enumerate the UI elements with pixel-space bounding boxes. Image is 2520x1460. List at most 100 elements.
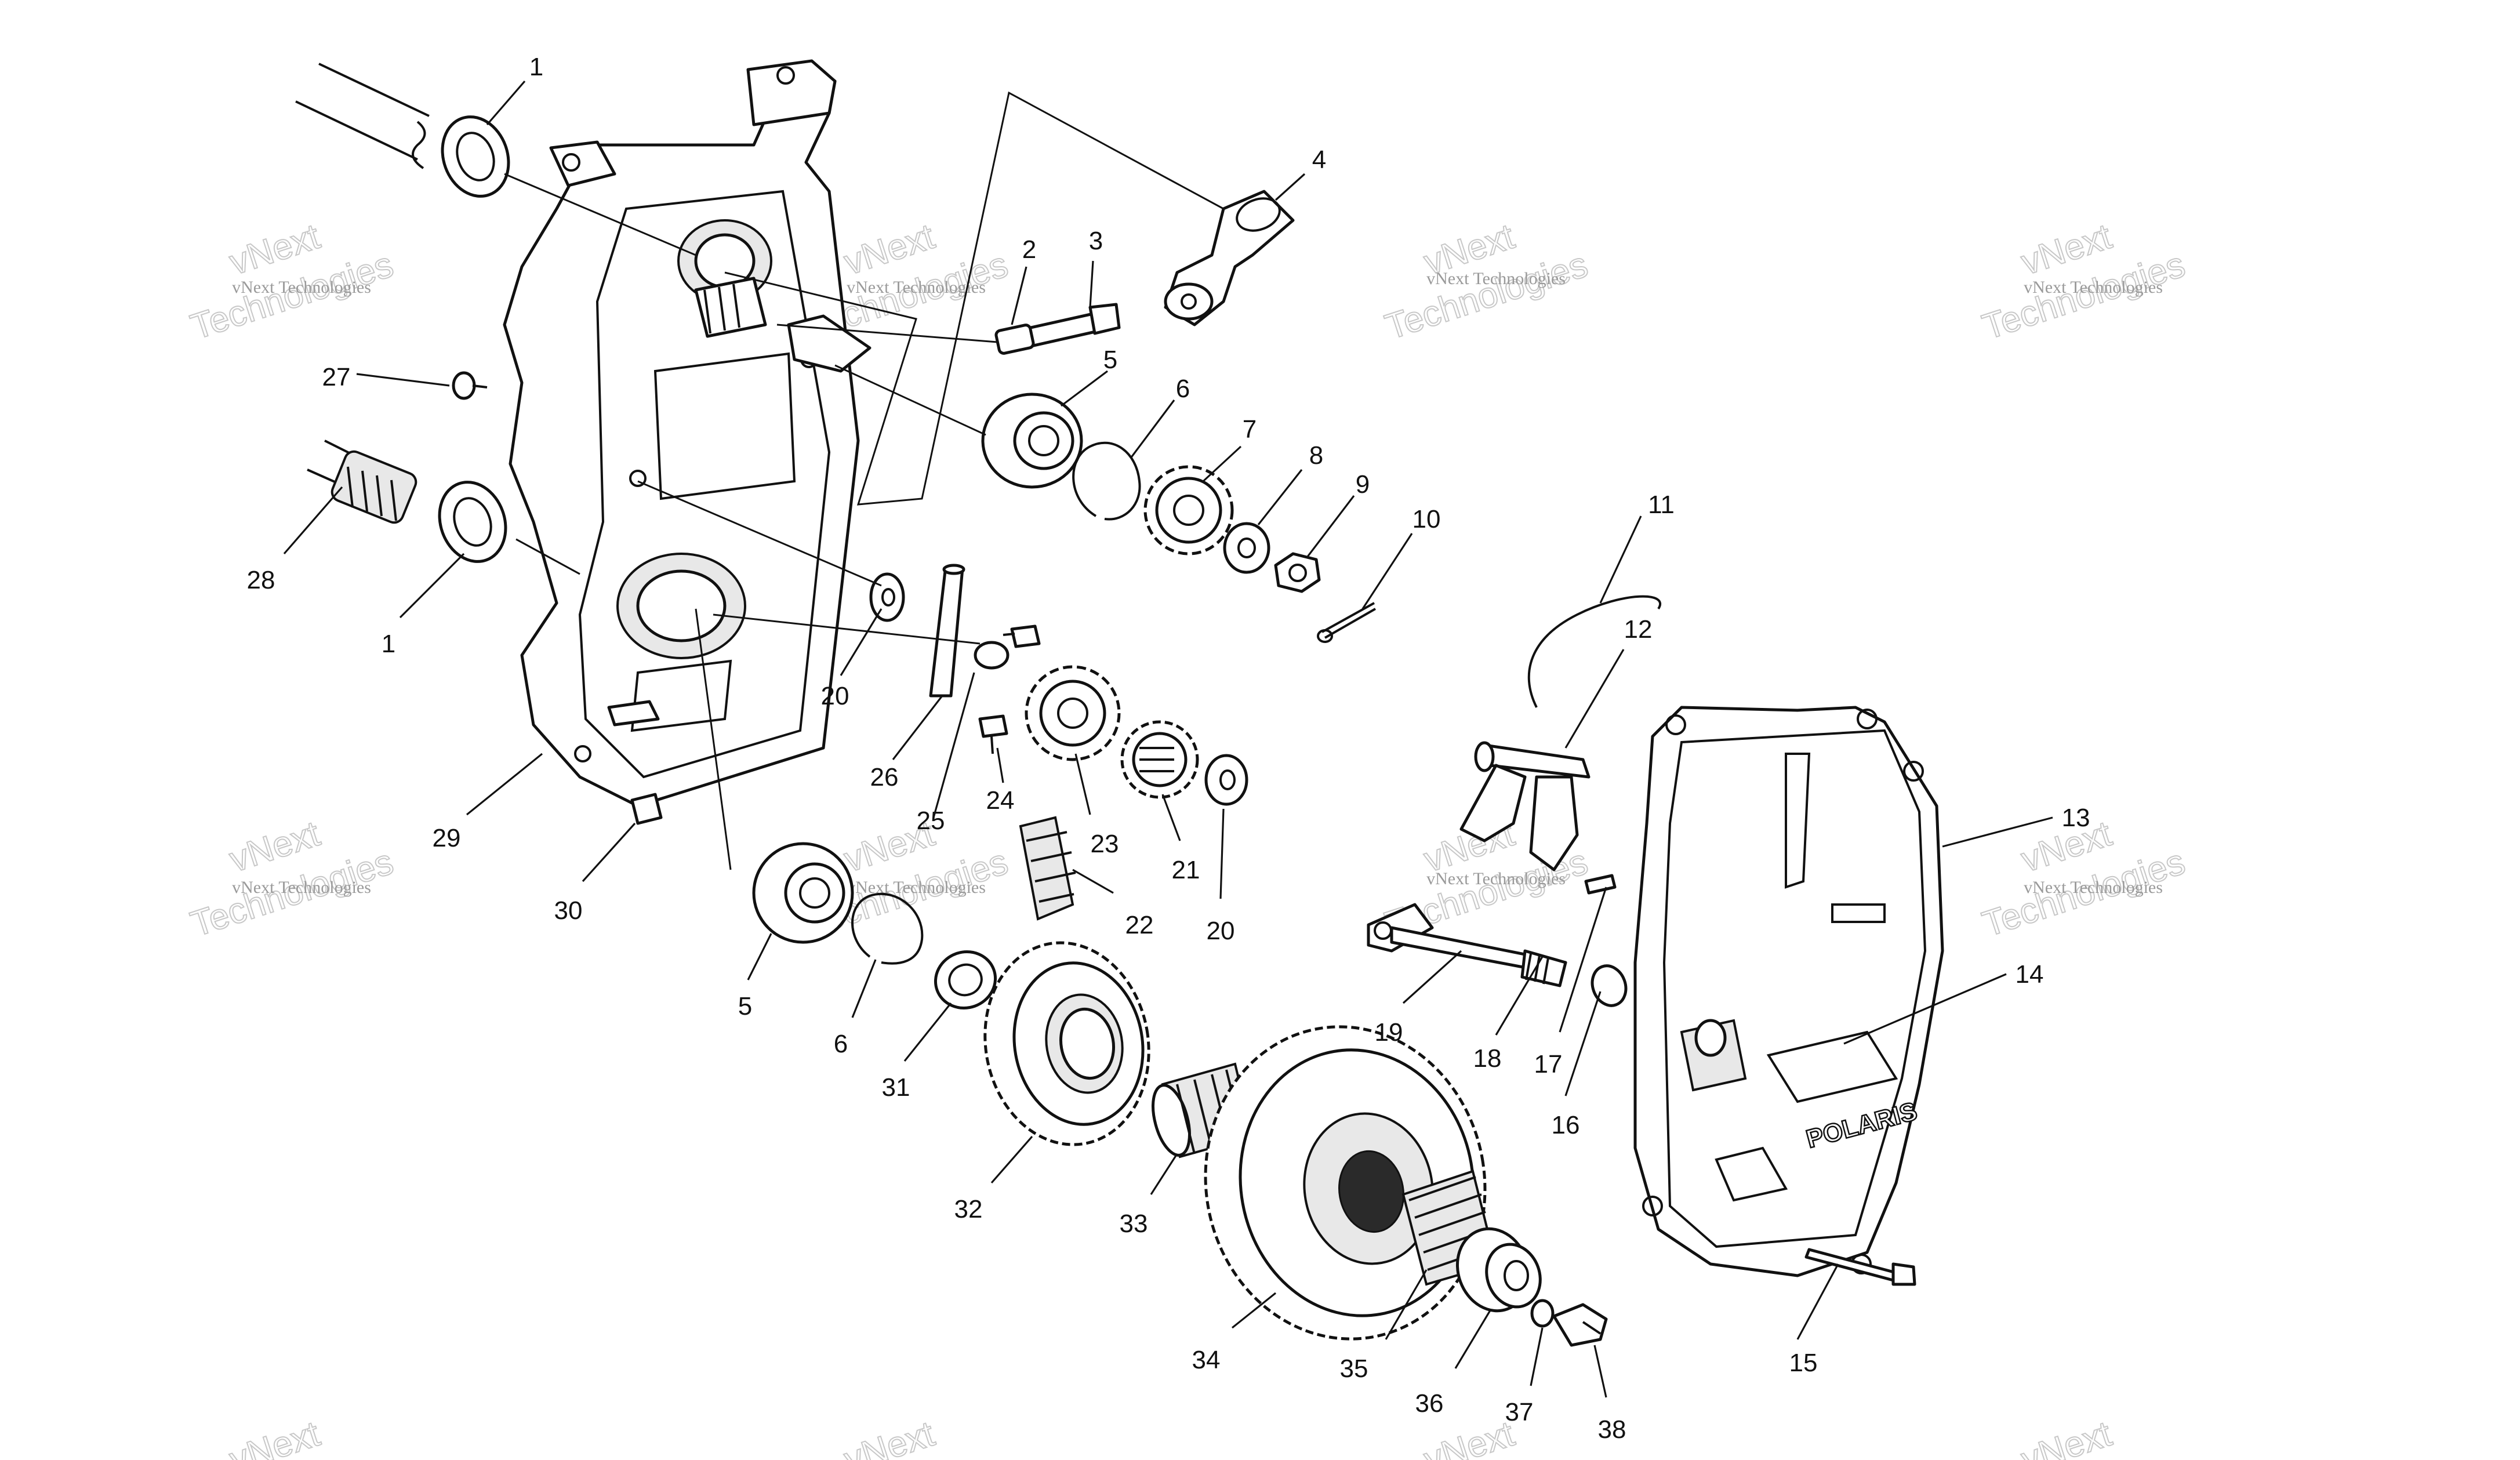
washer-37	[1530, 1299, 1555, 1328]
cotter-pin-10	[1317, 602, 1376, 643]
watermark-small-text: vNext Technologies	[232, 278, 371, 297]
callout-31: 31	[882, 1073, 910, 1102]
callout-36: 36	[1415, 1389, 1444, 1418]
shift-lever-4	[1164, 190, 1295, 326]
callout-20-left: 20	[821, 682, 849, 710]
callout-37: 37	[1505, 1398, 1534, 1426]
driven-gear-34	[1204, 1025, 1487, 1341]
callout-3: 3	[1089, 227, 1103, 255]
screw-27	[452, 371, 488, 400]
bumper-30	[630, 793, 663, 825]
callout-13: 13	[2062, 804, 2090, 832]
screw-24-lower	[978, 714, 1008, 754]
callout-8: 8	[1309, 441, 1323, 470]
watermark-small-text: vNext Technologies	[2024, 878, 2163, 897]
callout-29: 29	[433, 824, 461, 852]
callout-19: 19	[1375, 1018, 1403, 1047]
pin-17	[1584, 874, 1617, 895]
gear-32	[983, 941, 1150, 1146]
callout-10: 10	[1412, 505, 1441, 533]
case-mount-bracket	[746, 59, 837, 126]
callout-labels: 1 1 2 3 4 5 5 6 6 7 8 9 10 11 12 13 14 1…	[247, 53, 2090, 1444]
snap-ring-6-lower	[851, 892, 924, 965]
callout-33: 33	[1120, 1210, 1148, 1238]
input-shaft-lower	[307, 440, 417, 524]
gear-23	[1025, 665, 1121, 761]
callout-21: 21	[1172, 856, 1200, 884]
oring-16	[1591, 964, 1628, 1007]
callout-28: 28	[247, 566, 275, 594]
bolt-38	[1552, 1303, 1608, 1347]
callout-1-lower: 1	[382, 630, 395, 658]
watermark-mid-left: vNext Technologies vNext Technologies	[186, 813, 399, 945]
watermark-small-text: vNext Technologies	[232, 878, 371, 897]
watermark-small-text: vNext Technologies	[847, 278, 986, 297]
spacer-25	[974, 641, 1010, 670]
callout-6-upper: 6	[1176, 375, 1190, 403]
shift-fork-12	[1459, 741, 1591, 871]
watermark-big-line1: vNext	[1419, 1414, 1519, 1460]
watermark-small-text: vNext Technologies	[1426, 869, 1566, 888]
input-shaft-upper	[295, 63, 430, 169]
bushing-2	[994, 324, 1035, 355]
washer-8	[1223, 522, 1270, 574]
watermark-big-line1: vNext	[2017, 1414, 2116, 1460]
washer-20-left	[869, 572, 905, 622]
watermark-small-text: vNext Technologies	[1426, 269, 1566, 288]
watermark-bottom-row: vNext vNext vNext vNext	[224, 1413, 2117, 1460]
pin-shaft-26	[929, 564, 965, 698]
bearing-5-upper	[981, 393, 1083, 489]
callout-12: 12	[1624, 615, 1653, 644]
callout-32: 32	[954, 1195, 983, 1223]
shaft-stub-splined	[694, 277, 767, 338]
callout-23: 23	[1091, 830, 1119, 858]
callout-27: 27	[322, 363, 351, 391]
washer-31	[934, 950, 997, 1009]
callout-20-right: 20	[1207, 917, 1235, 945]
callout-25: 25	[917, 807, 945, 835]
watermark-top-right: vNext Technologies vNext Technologies	[1977, 216, 2191, 348]
drive-sprocket-7	[1143, 465, 1234, 555]
callout-1-upper: 1	[529, 53, 543, 81]
callout-5-upper: 5	[1103, 346, 1117, 374]
callout-11: 11	[1648, 491, 1675, 519]
callout-24: 24	[986, 786, 1015, 815]
case-half-inner-29	[503, 59, 872, 808]
callout-16: 16	[1552, 1111, 1580, 1139]
callout-4: 4	[1312, 146, 1326, 174]
callout-6-lower: 6	[834, 1030, 848, 1058]
callout-35: 35	[1340, 1354, 1368, 1383]
callout-30: 30	[554, 896, 583, 925]
shift-spring-11	[1527, 595, 1661, 708]
callout-17: 17	[1534, 1050, 1563, 1078]
case-cover-13: POLARIS	[1633, 706, 1944, 1277]
callout-26: 26	[870, 763, 899, 791]
callout-7: 7	[1243, 415, 1257, 444]
splined-shaft-28	[331, 450, 417, 524]
watermark-small-text: vNext Technologies	[847, 878, 986, 897]
callout-18: 18	[1473, 1044, 1502, 1073]
spring-cup-36	[1455, 1227, 1542, 1313]
assembly-guide-lines	[504, 91, 1224, 870]
screw-24-upper	[1003, 624, 1041, 648]
chain-22	[1019, 816, 1076, 921]
watermark-big-line1: vNext	[225, 1414, 325, 1460]
callout-9: 9	[1356, 470, 1370, 499]
callout-2: 2	[1022, 235, 1036, 264]
washer-20-right	[1204, 754, 1248, 806]
callout-leaders	[283, 80, 2053, 1398]
bearing-5-lower	[752, 842, 854, 944]
callout-22: 22	[1125, 911, 1154, 939]
callout-14: 14	[2016, 960, 2044, 989]
gear-21	[1120, 720, 1199, 799]
watermark-mid-right: vNext Technologies vNext Technologies	[1977, 813, 2191, 945]
watermark-big-line1: vNext	[840, 1414, 939, 1460]
callout-5-lower: 5	[738, 992, 752, 1020]
watermark-small-text: vNext Technologies	[2024, 278, 2163, 297]
callout-34: 34	[1192, 1346, 1221, 1374]
seal-1-upper	[441, 115, 510, 198]
shift-cam-19	[1367, 903, 1567, 987]
seal-1-lower	[438, 481, 507, 563]
nut-9	[1274, 552, 1321, 593]
